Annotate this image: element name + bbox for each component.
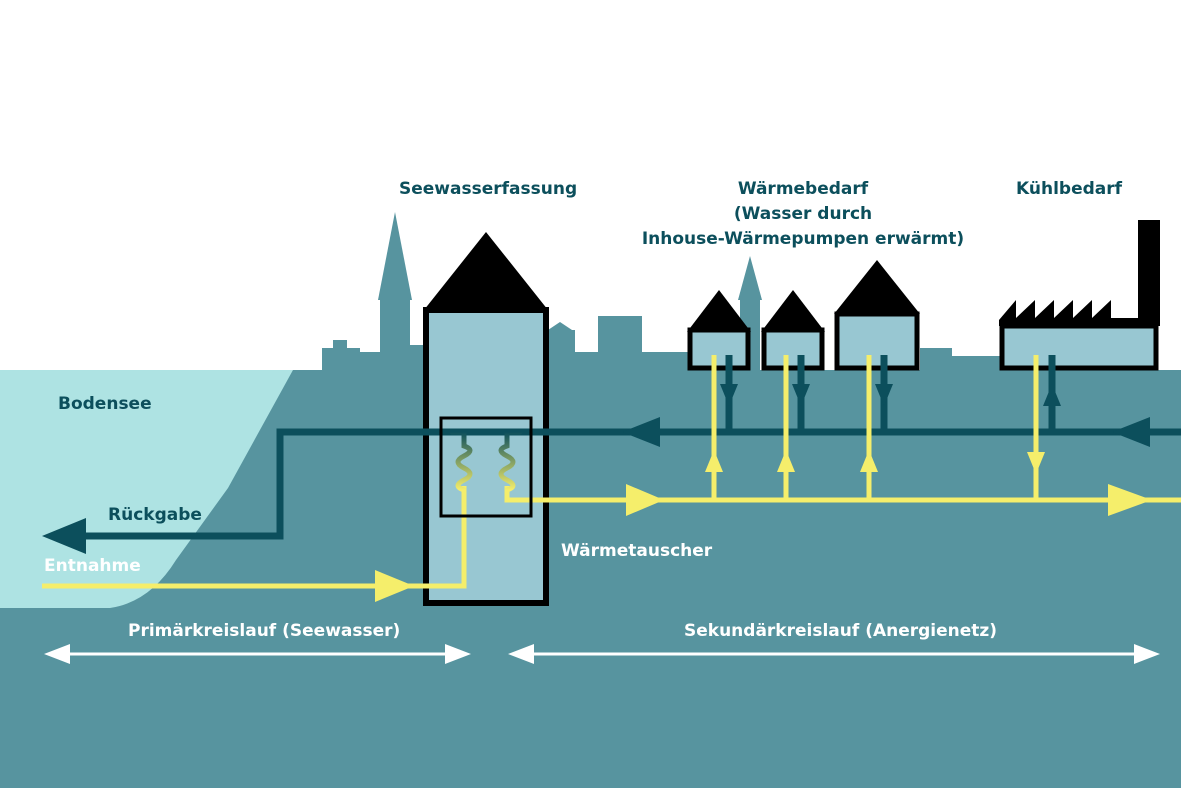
house-1-roof (687, 290, 751, 332)
heat-exchanger-box (439, 416, 533, 518)
factory-down-arrow (1027, 452, 1045, 474)
supply-arrow-2 (1108, 484, 1152, 516)
house-2-up-arrow (777, 450, 795, 472)
return-arrow-1 (1112, 417, 1150, 447)
primary-range-right-arrowhead (445, 644, 471, 664)
house-3-roof (834, 260, 920, 314)
house-2-roof (761, 290, 825, 332)
scale-arrows (44, 644, 1160, 664)
label-sekundaerkreislauf: Sekundärkreislauf (Anergienetz) (684, 621, 998, 641)
label-waermebedarf-line3: Inhouse-Wärmepumpen erwärmt) (641, 229, 965, 249)
label-rueckgabe: Rückgabe (108, 505, 202, 525)
entnahme-arrow (375, 570, 414, 602)
house-3-up-arrow (860, 450, 878, 472)
secondary-range-right-arrowhead (1134, 644, 1160, 664)
return-arrowheads (42, 384, 1150, 554)
label-waermebedarf: Wärmebedarf (Wasser durch Inhouse-Wärmep… (638, 177, 968, 252)
house-3-body (834, 311, 920, 371)
house-2-down-arrow (792, 384, 810, 406)
label-waermebedarf-line2: (Wasser durch (733, 204, 873, 224)
label-entnahme: Entnahme (44, 556, 141, 576)
factory (999, 220, 1160, 371)
heat-exchanger-coils (449, 429, 523, 493)
house-1-body (687, 327, 751, 371)
house-3-down-arrow (875, 384, 893, 406)
house-1-down-arrow (720, 384, 738, 406)
house-2-body (761, 327, 825, 371)
primary-range-left-arrowhead (44, 644, 70, 664)
label-kuehlbedarf: Kühlbedarf (1016, 179, 1123, 199)
label-primaerkreislauf: Primärkreislauf (Seewasser) (128, 621, 401, 641)
secondary-range-left-arrowhead (508, 644, 534, 664)
house-1-up-arrow (705, 450, 723, 472)
supply-arrowheads (375, 450, 1152, 602)
supply-arrow-1 (626, 484, 664, 516)
label-waermebedarf-line1: Wärmebedarf (737, 179, 869, 199)
tower-roof (424, 232, 548, 310)
tower-body (423, 307, 549, 606)
label-seewasserfassung: Seewasserfassung (399, 179, 578, 199)
factory-up-arrow (1043, 384, 1061, 406)
rueckgabe-arrow (42, 518, 86, 554)
label-bodensee: Bodensee (58, 394, 152, 414)
return-arrow-2 (622, 417, 660, 447)
label-waermetauscher: Wärmetauscher (561, 541, 713, 561)
